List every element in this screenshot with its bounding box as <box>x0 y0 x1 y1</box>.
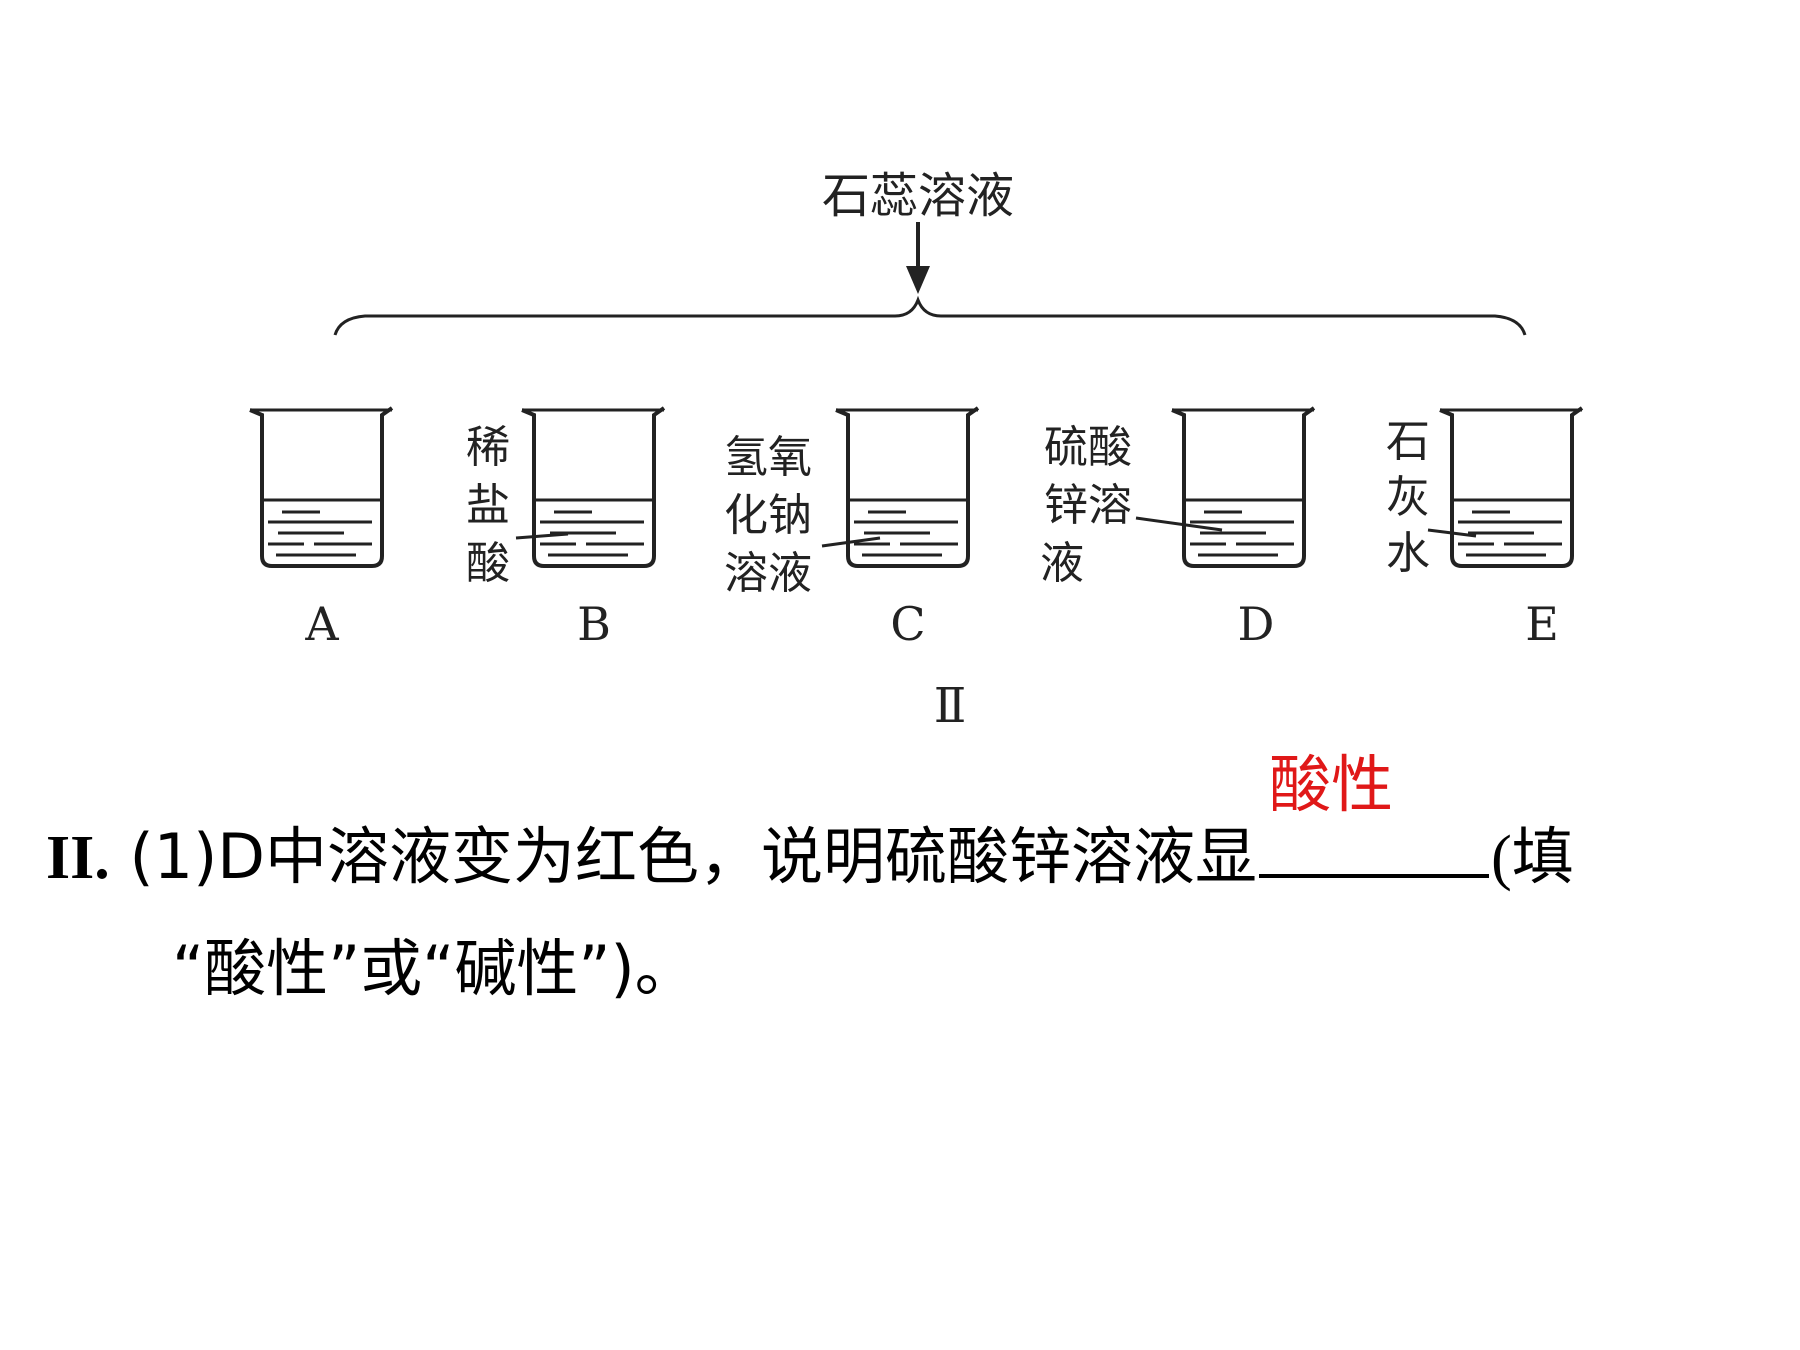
figure-label: Ⅱ <box>934 678 967 734</box>
question-text-part-1: (1)D中溶液变为红色，说明硫酸锌溶液显 <box>129 820 1258 893</box>
beaker-d <box>1135 406 1316 568</box>
beaker-e-letter: E <box>1525 597 1559 651</box>
beaker-d-label-line-3: 液 <box>1040 538 1084 589</box>
question-number: II. <box>46 824 110 892</box>
answer-text: 酸性 <box>1269 748 1394 821</box>
beaker-d-label-line-1: 硫酸 <box>1044 422 1132 473</box>
beaker-d-label-line-2: 锌溶 <box>1044 480 1132 531</box>
beaker-b-label-line-1: 稀 <box>466 422 510 473</box>
beaker-c <box>821 406 980 568</box>
beaker-e <box>1427 406 1584 568</box>
beaker-c-label-line-2: 化钠 <box>724 490 812 541</box>
question-line-2: “酸性”或“碱性”)。 <box>172 938 697 1000</box>
beaker-c-label-line-1: 氢氧 <box>724 432 812 483</box>
beaker-b-label-line-3: 酸 <box>466 538 510 589</box>
question-line-1: II. (1)D中溶液变为红色，说明硫酸锌溶液显酸性(填 <box>46 754 1574 892</box>
beaker-a <box>249 406 394 568</box>
beaker-b <box>515 406 666 568</box>
litmus-experiment-diagram: 石蕊溶液 A 稀 盐 酸 B <box>249 168 1584 734</box>
beaker-a-letter: A <box>304 597 339 651</box>
beaker-e-label-line-3: 水 <box>1386 528 1430 579</box>
beaker-d-letter: D <box>1238 597 1275 651</box>
beaker-e-label-line-1: 石 <box>1386 416 1430 467</box>
question-text-line-2: “酸性”或“碱性”)。 <box>172 932 697 1005</box>
beaker-c-letter: C <box>890 597 925 651</box>
down-arrow-icon <box>906 222 930 294</box>
answer-blank: 酸性 <box>1259 754 1490 878</box>
beaker-b-letter: B <box>577 597 611 651</box>
litmus-solution-label: 石蕊溶液 <box>822 168 1014 224</box>
beaker-c-label-line-3: 溶液 <box>724 548 812 599</box>
curly-brace <box>333 295 1527 336</box>
beaker-e-label-line-2: 灰 <box>1386 472 1430 523</box>
beaker-b-label-line-2: 盐 <box>466 480 510 531</box>
question-text-part-2: (填 <box>1491 824 1574 892</box>
